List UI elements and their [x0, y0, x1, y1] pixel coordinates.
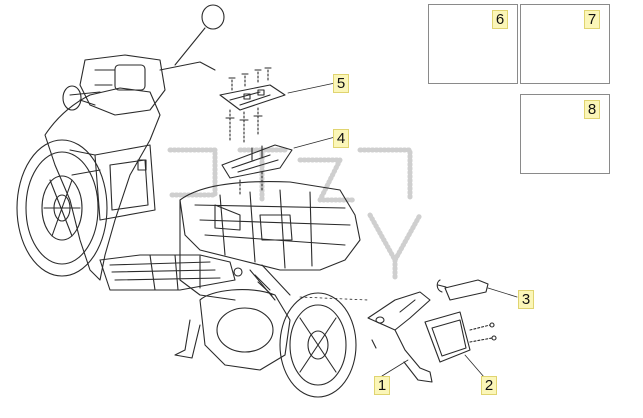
watermark: [167, 147, 423, 283]
leader-lines: [287, 82, 518, 378]
front-shield: [44, 87, 161, 281]
callout-1: 1: [374, 376, 390, 395]
floorboard: [99, 254, 236, 291]
callout-4: 4: [333, 129, 349, 148]
rear-wheel: [16, 139, 108, 277]
part-4-bracket: [221, 144, 293, 196]
part-5-rack: [219, 67, 286, 143]
handlebar: [62, 4, 225, 116]
callout-5: 5: [333, 74, 349, 93]
callout-8: 8: [584, 100, 600, 119]
callout-3: 3: [518, 290, 534, 309]
part-2-plate: [424, 311, 497, 363]
callout-7: 7: [584, 10, 600, 29]
side-stand: [174, 319, 201, 359]
part-1-holder: [367, 291, 433, 383]
callout-6: 6: [492, 10, 508, 29]
part-3-light: [436, 279, 489, 301]
seat-frame: [179, 181, 361, 301]
front-wheel: [279, 292, 357, 398]
callout-2: 2: [481, 376, 497, 395]
engine-unit: [199, 264, 291, 371]
